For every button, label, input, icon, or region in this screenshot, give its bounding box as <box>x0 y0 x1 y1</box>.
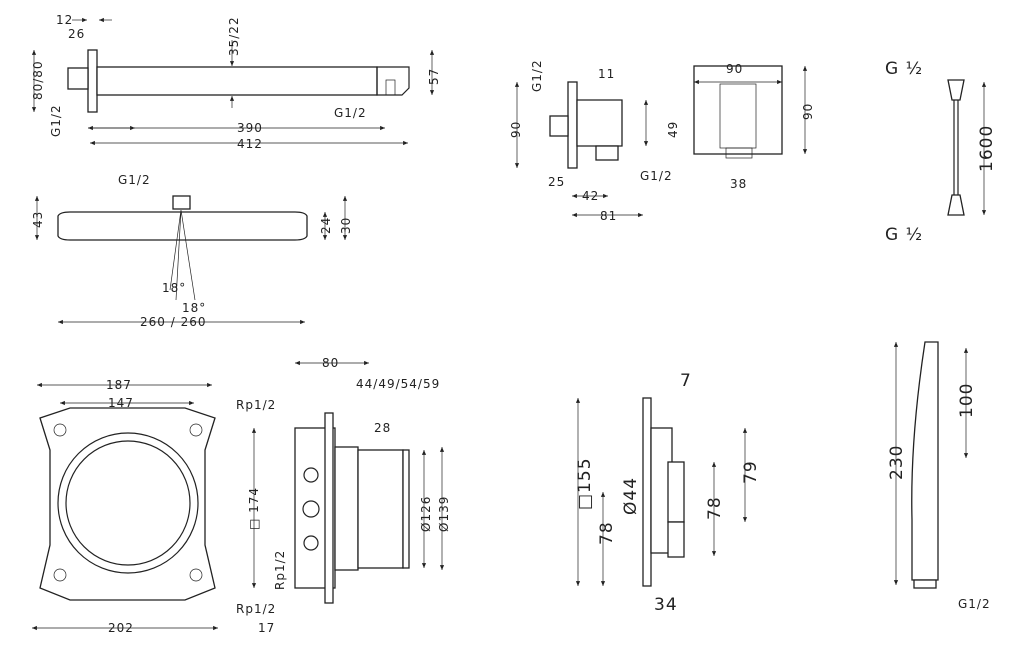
ibox-dim-174: □ 174 <box>247 487 261 530</box>
ibox-dim-17: 17 <box>258 621 275 635</box>
ibox-dim-28: 28 <box>374 421 391 435</box>
ibox-thread-mid: Rp1/2 <box>273 550 287 590</box>
head-thread: G1/2 <box>118 173 151 187</box>
hose-thread-top: G ½ <box>885 59 923 79</box>
frame-dim-202: 202 <box>108 621 134 635</box>
ibox-dim-80: 80 <box>322 356 339 370</box>
trim-dim-78-right: 78 <box>705 496 725 520</box>
head-angle-1: 18° <box>162 281 186 295</box>
trim-dim-78-left: 78 <box>597 521 617 545</box>
elbow-dim-42: 42 <box>582 189 599 203</box>
hand-dim-100: 100 <box>957 383 977 418</box>
arm-dim-35-22: 35/22 <box>227 16 241 56</box>
head-dim-43: 43 <box>31 211 45 228</box>
elbow-front-height: 90 <box>801 103 815 120</box>
elbow-front-width: 90 <box>726 62 743 76</box>
hose-length: 1600 <box>977 125 997 172</box>
ibox-thread-top: Rp1/2 <box>236 398 276 412</box>
frame-dim-187: 187 <box>106 378 132 392</box>
trim-dim-7: 7 <box>680 371 692 391</box>
elbow-dim-81: 81 <box>600 209 617 223</box>
trim-dim-44: Ø44 <box>621 477 641 515</box>
arm-dim-26: 26 <box>68 27 85 41</box>
wall-elbow-drawing: G1/2 11 90 49 25 42 G1/2 81 90 90 38 <box>509 59 815 223</box>
elbow-thread-side: G1/2 <box>530 59 544 92</box>
arm-dim-412: 412 <box>237 137 263 151</box>
trim-dim-79: 79 <box>741 460 761 484</box>
arm-dim-390: 390 <box>237 121 263 135</box>
ibox-dim-139: Ø139 <box>437 496 451 532</box>
arm-thread-right: G1/2 <box>334 106 367 120</box>
shower-hose-drawing: G ½ 1600 G ½ <box>885 59 997 245</box>
hand-thread: G1/2 <box>958 597 991 611</box>
elbow-dim-38: 38 <box>730 177 747 191</box>
thermostat-trim-drawing: 7 □155 Ø44 78 79 78 34 <box>575 371 761 615</box>
frame-dim-147: 147 <box>108 396 134 410</box>
trim-dim-34: 34 <box>654 595 678 615</box>
elbow-dim-25: 25 <box>548 175 565 189</box>
hose-thread-bottom: G ½ <box>885 225 923 245</box>
shower-arm-drawing: 12 26 35/22 80/80 G1/2 57 G1/2 390 412 <box>31 13 441 151</box>
hand-shower-drawing: 100 230 G1/2 <box>887 341 991 611</box>
arm-dim-57: 57 <box>427 68 441 85</box>
arm-thread-left: G1/2 <box>49 104 63 137</box>
ibox-drawing: 80 Rp1/2 44/49/54/59 28 □ 174 Rp1/2 Ø126… <box>236 356 451 635</box>
head-dim-30: 30 <box>339 217 353 234</box>
elbow-dim-49: 49 <box>666 121 680 138</box>
head-width: 260 / 260 <box>140 315 206 329</box>
mounting-frame-drawing: 187 147 202 <box>32 378 218 635</box>
elbow-thread-out: G1/2 <box>640 169 673 183</box>
arm-dim-12: 12 <box>56 13 73 27</box>
elbow-dim-90: 90 <box>509 121 523 138</box>
overhead-shower-drawing: G1/2 43 24 30 18° 18° 260 / 260 <box>31 173 353 329</box>
arm-dim-80-80: 80/80 <box>31 60 45 100</box>
ibox-thread-bottom: Rp1/2 <box>236 602 276 616</box>
hand-dim-230: 230 <box>887 445 907 480</box>
ibox-depths: 44/49/54/59 <box>356 377 440 391</box>
head-angle-2: 18° <box>182 301 206 315</box>
ibox-dim-126: Ø126 <box>419 496 433 532</box>
trim-dim-155: □155 <box>575 457 595 510</box>
head-dim-24: 24 <box>319 217 333 234</box>
elbow-dim-11: 11 <box>598 67 615 81</box>
